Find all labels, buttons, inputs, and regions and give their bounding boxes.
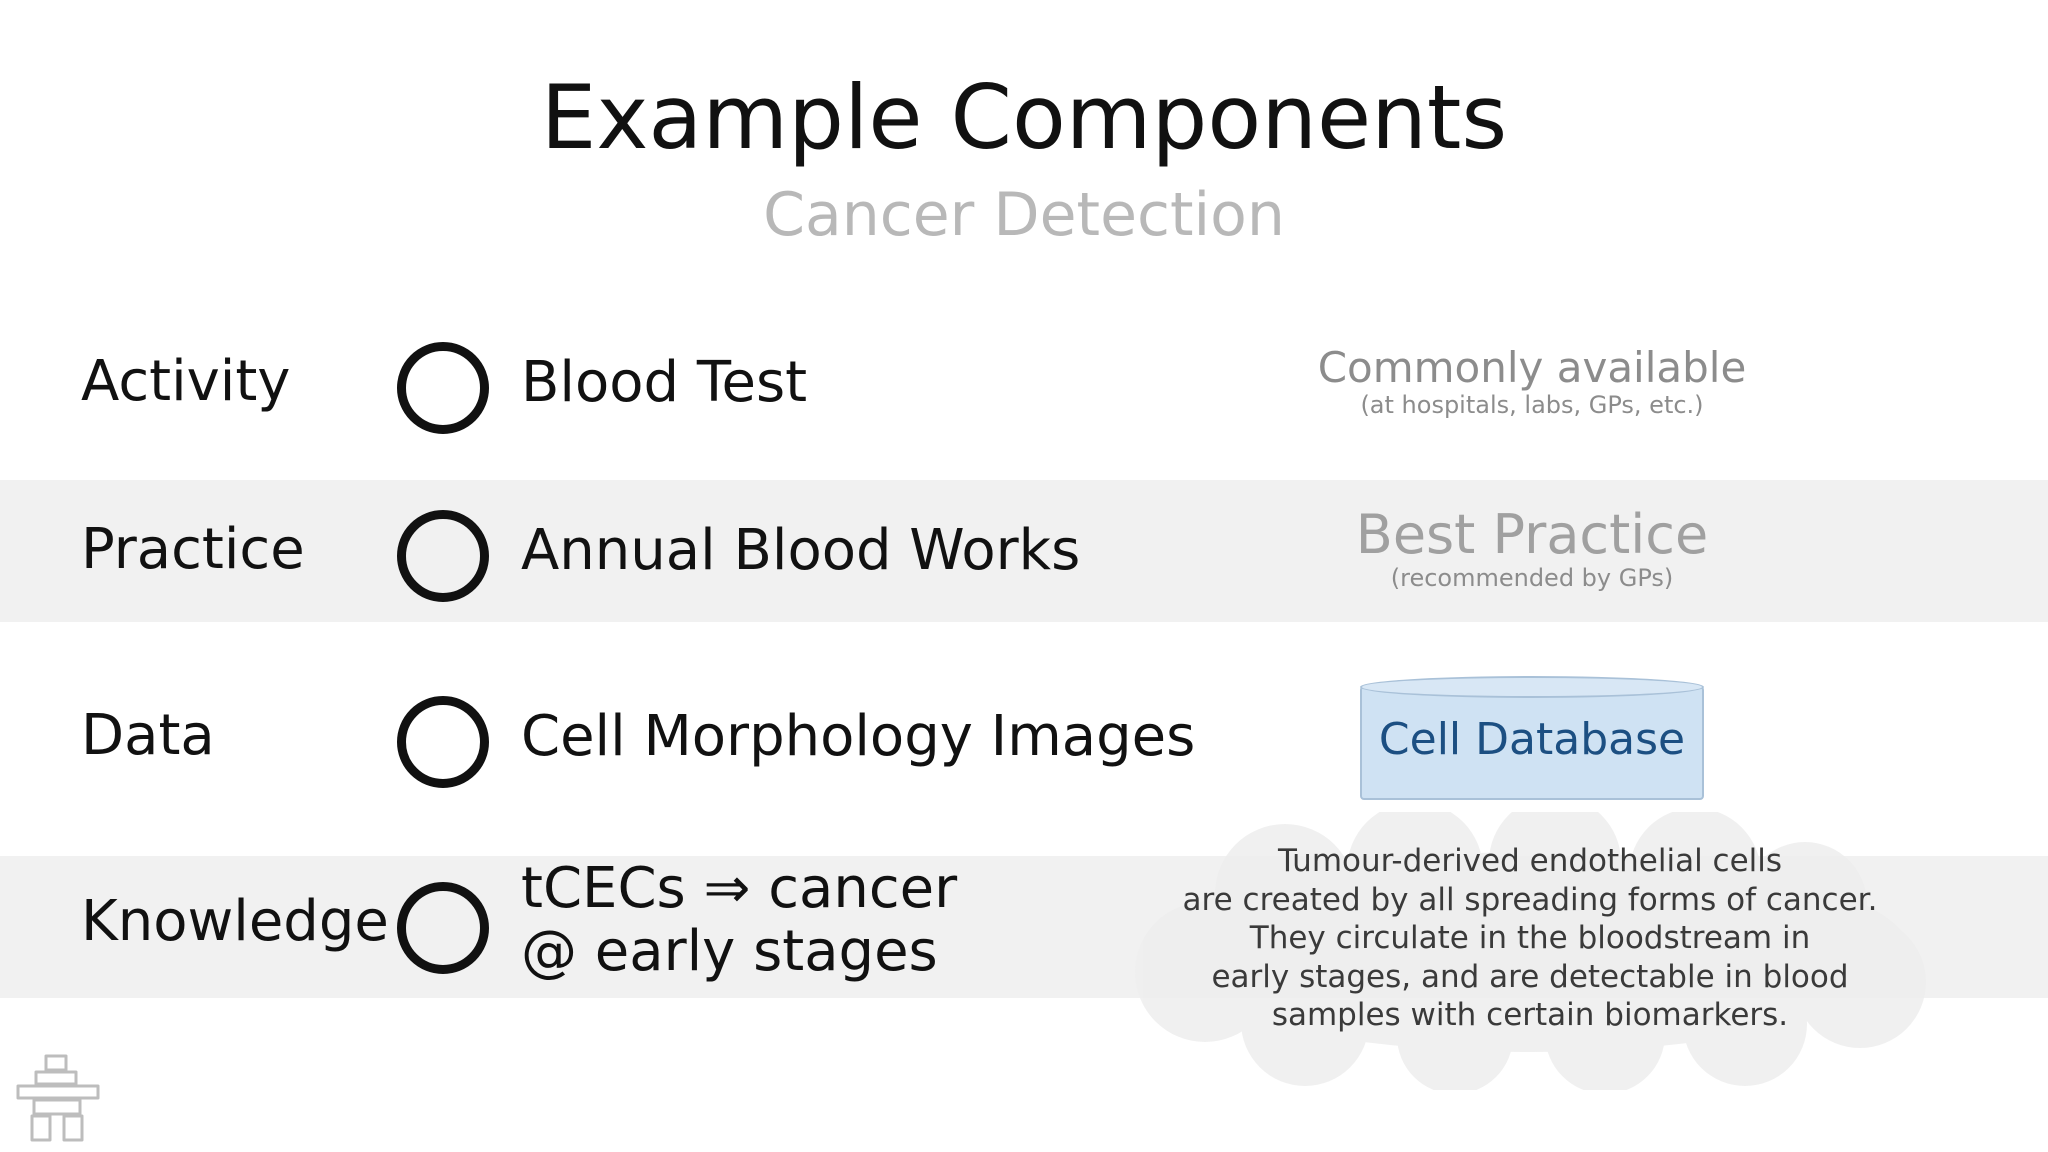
database-body [1360, 686, 1704, 800]
practice-row-band [0, 480, 2048, 622]
inukshuk-logo-icon [12, 1052, 104, 1144]
row-label-data: Data [81, 703, 215, 768]
knowledge-note-cloud: Tumour-derived endothelial cells are cre… [1125, 812, 1935, 1090]
availability-detail: (at hospitals, labs, GPs, etc.) [1360, 391, 1704, 420]
knowledge-note-line: early stages, and are detectable in bloo… [1211, 958, 1849, 995]
knowledge-note-text: Tumour-derived endothelial cells are cre… [1110, 812, 1950, 1035]
availability-title: Commonly available [1317, 343, 1747, 392]
logo-graphic [16, 1054, 100, 1142]
row-value-activity: Blood Test [521, 350, 808, 415]
database-label: Cell Database [1378, 714, 1686, 765]
slide-title: Example Components [540, 66, 1508, 169]
circle-outline-icon [397, 342, 489, 434]
circle-outline-icon [397, 696, 489, 788]
circle-outline-icon [397, 882, 489, 974]
row-value-knowledge: tCECs ⇒ cancer @ early stages [521, 856, 958, 984]
knowledge-note-line: samples with certain biomarkers. [1271, 997, 1789, 1033]
database-cylinder-icon: Cell Database [1360, 676, 1704, 800]
availability-note: Commonly available (at hospitals, labs, … [1282, 343, 1782, 420]
knowledge-note-line: They circulate in the bloodstream in [1249, 920, 1811, 956]
best-practice-detail: (recommended by GPs) [1390, 564, 1674, 593]
row-label-activity: Activity [81, 349, 291, 414]
best-practice-note: Best Practice (recommended by GPs) [1282, 505, 1782, 593]
circle-outline-icon [397, 510, 489, 602]
knowledge-note-line: Tumour-derived endothelial cells [1277, 843, 1783, 879]
row-value-practice: Annual Blood Works [521, 518, 1081, 583]
knowledge-note-line: are created by all spreading forms of ca… [1182, 881, 1878, 918]
row-label-practice: Practice [81, 517, 305, 582]
best-practice-title: Best Practice [1355, 503, 1709, 566]
row-value-data: Cell Morphology Images [521, 704, 1196, 769]
slide-subtitle: Cancer Detection [763, 180, 1285, 250]
row-label-knowledge: Knowledge [81, 889, 389, 954]
row-value-knowledge-line2: @ early stages [521, 918, 938, 984]
cloud-shape-icon [1135, 812, 1926, 1090]
row-value-knowledge-line1: tCECs ⇒ cancer [521, 856, 958, 921]
database-top [1360, 676, 1704, 698]
